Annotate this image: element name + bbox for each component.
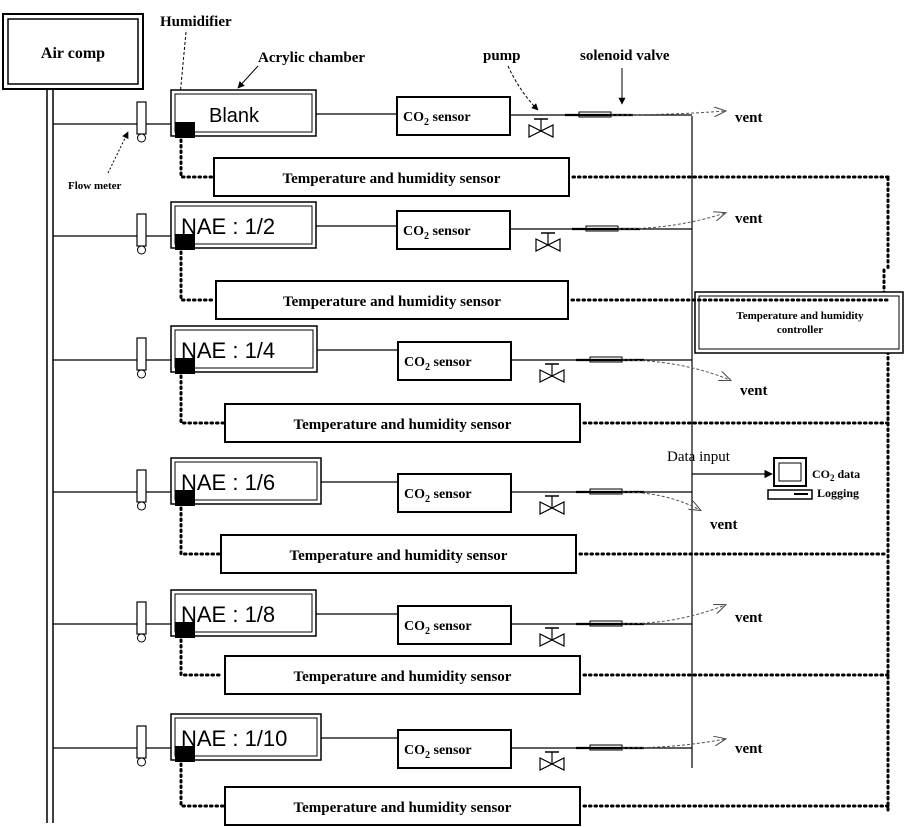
humidifier-block	[175, 234, 195, 250]
co2-sensor-label: CO2 sensor	[404, 355, 472, 373]
sensor-dotted-link	[179, 762, 225, 808]
co2-sensor-label: CO2 sensor	[404, 619, 472, 637]
th-controller: Temperature and humidity controller	[694, 291, 904, 354]
data-input-label: Data input	[667, 449, 731, 465]
vent-arrow	[621, 739, 725, 749]
chamber-label: NAE : 1/8	[181, 602, 275, 627]
data-logging: Data input CO2 data Logging	[667, 449, 860, 500]
co2-sensor-label: CO2 sensor	[404, 743, 472, 761]
pump-icon	[539, 627, 565, 647]
co2-sensor: CO2 sensor	[397, 341, 512, 381]
sensor-dotted-link	[179, 250, 216, 302]
pump-icon	[539, 751, 565, 771]
chamber-label: NAE : 1/2	[181, 214, 275, 239]
th-sensor-label: Temperature and humidity sensor	[294, 800, 512, 816]
th-controller-line1: Temperature and humidity	[736, 310, 864, 322]
pump-icon	[539, 495, 565, 515]
th-sensor-label: Temperature and humidity sensor	[283, 171, 501, 187]
co2-sensor: CO2 sensor	[396, 96, 511, 136]
vent-label: vent	[735, 610, 763, 626]
co2-data-label: CO2 data	[812, 467, 860, 483]
th-sensor: Temperature and humidity sensor	[220, 534, 577, 574]
main-air-line	[46, 89, 54, 823]
th-sensor: Temperature and humidity sensor	[224, 786, 581, 826]
co2-sensor-label: CO2 sensor	[403, 110, 471, 128]
vent-arrow	[621, 359, 730, 380]
computer-icon	[767, 457, 813, 500]
flow-meter-icon	[136, 337, 147, 379]
acrylic-chamber: NAE : 1/10	[170, 713, 322, 762]
co2-sensor: CO2 sensor	[397, 729, 512, 769]
sensor-dotted-link	[179, 506, 221, 556]
acrylic-chamber: NAE : 1/8	[170, 589, 317, 638]
th-sensor: Temperature and humidity sensor	[213, 157, 570, 197]
chamber-label: NAE : 1/6	[181, 470, 275, 495]
humidifier-block	[175, 122, 195, 138]
sensor-dotted-link	[179, 138, 214, 179]
vent-arrow	[621, 605, 725, 625]
humidifier-label: Humidifier	[160, 14, 232, 30]
th-sensor-label: Temperature and humidity sensor	[294, 417, 512, 433]
sensor-dotted-link	[179, 638, 225, 677]
humidifier-block	[175, 746, 195, 762]
co2-sensor: CO2 sensor	[397, 473, 512, 513]
chamber-label: NAE : 1/4	[181, 338, 275, 363]
th-sensor-label: Temperature and humidity sensor	[283, 294, 501, 310]
flow-meter-icon	[136, 213, 147, 255]
flow-meter-icon	[136, 601, 147, 643]
flow-meter-label: Flow meter	[68, 180, 122, 192]
vent-label: vent	[740, 383, 768, 399]
acrylic-chamber: Blank	[170, 89, 317, 138]
logging-label: Logging	[817, 486, 859, 500]
air-compressor: Air comp	[2, 13, 144, 90]
air-comp-label: Air comp	[41, 45, 105, 62]
acrylic-chamber: NAE : 1/6	[170, 457, 322, 506]
humidifier-block	[175, 622, 195, 638]
co2-sensor: CO2 sensor	[396, 210, 511, 250]
vent-label: vent	[710, 517, 738, 533]
th-sensor: Temperature and humidity sensor	[224, 655, 581, 695]
controller-dotted-collector	[882, 176, 890, 814]
solenoid-valve-label: solenoid valve	[580, 48, 670, 64]
chamber-label: Blank	[209, 105, 260, 127]
flow-meter-icon	[136, 101, 147, 143]
acrylic-chamber: NAE : 1/2	[170, 201, 317, 250]
co2-sensor: CO2 sensor	[397, 605, 512, 645]
chamber-label: NAE : 1/10	[181, 726, 287, 751]
vent-label: vent	[735, 741, 763, 757]
vent-arrow	[617, 213, 725, 230]
co2-sensor-label: CO2 sensor	[404, 487, 472, 505]
co2-sensor-label: CO2 sensor	[403, 224, 471, 242]
flow-meter-icon	[136, 469, 147, 511]
th-controller-line2: controller	[777, 324, 823, 336]
vent-arrow	[610, 111, 725, 115]
th-sensor: Temperature and humidity sensor	[224, 403, 581, 443]
sensor-dotted-link	[179, 374, 225, 425]
pump-icon	[528, 118, 554, 138]
th-sensor-label: Temperature and humidity sensor	[290, 548, 508, 564]
acrylic-chamber-label: Acrylic chamber	[258, 50, 365, 66]
th-sensor: Temperature and humidity sensor	[215, 280, 569, 320]
annotation-pointers	[107, 31, 626, 174]
th-sensor-label: Temperature and humidity sensor	[294, 669, 512, 685]
vent-label: vent	[735, 110, 763, 126]
flow-meter-icon	[136, 725, 147, 767]
pump-icon	[539, 363, 565, 383]
humidifier-block	[175, 490, 195, 506]
pump-label: pump	[483, 48, 521, 64]
vent-label: vent	[735, 211, 763, 227]
vent-arrow	[621, 491, 700, 510]
pump-icon	[535, 232, 561, 252]
humidifier-block	[175, 358, 195, 374]
acrylic-chamber: NAE : 1/4	[170, 325, 318, 374]
